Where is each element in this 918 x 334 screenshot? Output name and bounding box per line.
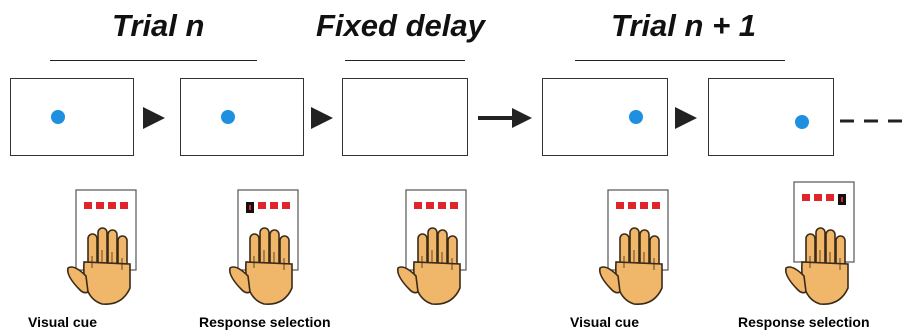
hand-keypad-1 (66, 189, 137, 305)
caption-response-selection-2: Response selection (738, 314, 870, 330)
sequence-arrow-4 (675, 107, 697, 129)
delay-arrow (478, 108, 532, 128)
response-key (826, 194, 834, 201)
hand-icon (784, 227, 849, 305)
response-key (628, 202, 636, 209)
response-key (414, 202, 422, 209)
response-key (108, 202, 116, 209)
response-key (270, 202, 278, 209)
phase-underline-trial-n (50, 60, 257, 61)
cue-dot (629, 110, 643, 124)
cue-dot (221, 110, 235, 124)
response-key (616, 202, 624, 209)
response-key (120, 202, 128, 209)
phase-title-fixed-delay: Fixed delay (316, 8, 485, 43)
response-key (258, 202, 266, 209)
screen-3-blank (342, 78, 468, 156)
response-key (814, 194, 822, 201)
hand-icon (598, 227, 663, 305)
response-key (438, 202, 446, 209)
phase-underline-fixed-delay (345, 60, 465, 61)
response-key (450, 202, 458, 209)
sequence-arrow-1 (143, 107, 165, 129)
screen-4 (542, 78, 668, 156)
caption-response-selection-1: Response selection (199, 314, 331, 330)
response-key (426, 202, 434, 209)
response-key (652, 202, 660, 209)
cue-dot (51, 110, 65, 124)
phase-title-trial-n-plus-1: Trial n + 1 (611, 8, 757, 43)
hand-keypad-5 (784, 181, 855, 305)
response-key (84, 202, 92, 209)
response-key (802, 194, 810, 201)
hand-icon (228, 227, 293, 305)
sequence-arrow-2 (311, 107, 333, 129)
caption-visual-cue-1: Visual cue (28, 314, 98, 330)
phase-title-trial-n: Trial n (112, 8, 205, 43)
response-key (96, 202, 104, 209)
screen-5 (708, 78, 834, 156)
cue-dot (795, 115, 809, 129)
hand-keypad-4 (598, 189, 669, 305)
screen-1 (10, 78, 134, 156)
hand-keypad-2 (228, 189, 299, 305)
hand-keypad-3 (396, 189, 467, 305)
phase-underline-trial-n-plus-1 (575, 60, 785, 61)
response-key (282, 202, 290, 209)
hand-icon (396, 227, 461, 305)
caption-visual-cue-2: Visual cue (570, 314, 640, 330)
screen-2 (180, 78, 304, 156)
hand-icon (66, 227, 131, 305)
response-key (640, 202, 648, 209)
